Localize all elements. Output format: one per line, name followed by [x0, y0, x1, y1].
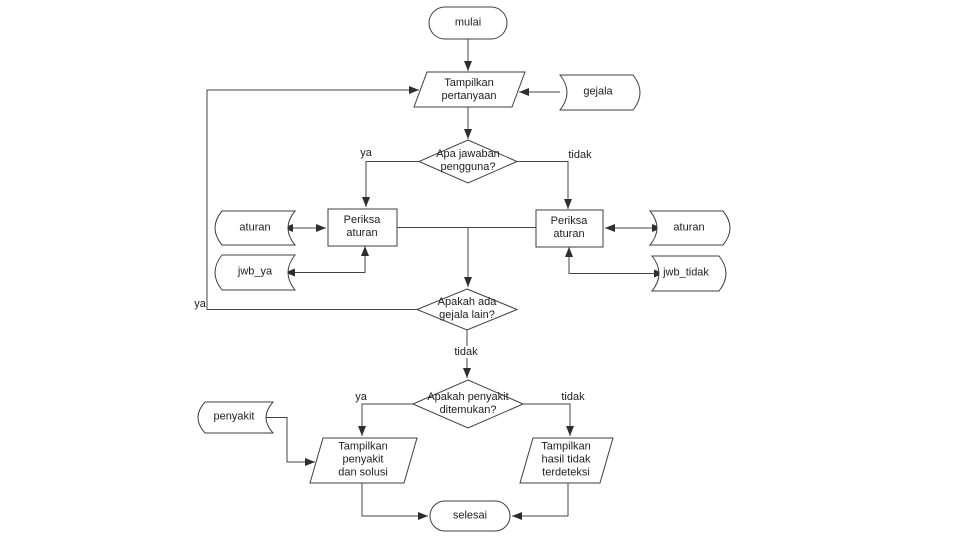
terminator-selesai-shape — [429, 500, 511, 532]
stored-data-gejala-shape — [558, 74, 641, 111]
node-label-mulai: mulai — [454, 16, 482, 29]
node-label-aturan-kanan: aturan — [673, 221, 705, 234]
stored-data-aturan-kiri-shape — [214, 210, 297, 246]
terminator-mulai-shape — [428, 6, 508, 40]
stored-data-aturan-kanan-shape — [648, 210, 731, 246]
edge-label-penyakit-ya: ya — [355, 391, 367, 403]
connector-penyakit-ya-to-tampilkan-solusi — [358, 403, 413, 436]
edge-label-jawaban-tidak: tidak — [568, 149, 592, 161]
connector-tampilkan-solusi-to-selesai — [361, 483, 428, 520]
decision-apa-jawaban-shape — [417, 139, 519, 184]
edge-label-gejala-lain-tidak: tidak — [452, 346, 480, 358]
io-tampilkan-pertanyaan-shape — [413, 71, 526, 108]
stored-data-penyakit-shape — [197, 401, 275, 434]
io-tampilkan-hasil-shape — [519, 437, 614, 484]
node-label-penyakit: penyakit — [213, 410, 255, 423]
connector-gejala-lain-ya-loop — [206, 86, 419, 310]
stored-data-jwb-tidak-shape — [650, 255, 727, 292]
edge-label-gejala-lain-ya: ya — [194, 298, 206, 310]
edge-label-penyakit-tidak: tidak — [559, 391, 587, 403]
node-label-jwb-tidak: jwb_tidak — [663, 266, 709, 279]
node-label-aturan-kiri: aturan — [239, 221, 271, 234]
process-periksa-aturan-kiri-shape — [327, 208, 398, 247]
connector-tampilkan-hasil-to-selesai — [512, 483, 569, 520]
connector-jwb-ya-periksa — [285, 246, 369, 277]
node-label-gejala: gejala — [583, 85, 613, 98]
decision-apakah-ada-gejala-shape — [415, 288, 519, 331]
connector-jawaban-ya-to-periksa-kiri — [362, 161, 419, 207]
edge-label-jawaban-ya: ya — [360, 147, 372, 159]
node-label-selesai: selesai — [452, 509, 488, 522]
process-periksa-aturan-kanan-shape — [535, 209, 604, 248]
connector-penyakit-tidak-to-tampilkan-hasil — [523, 403, 574, 436]
node-label-jwb-ya: jwb_ya — [237, 265, 273, 278]
connector-penyakit-db-to-tampilkan-solusi — [260, 417, 315, 466]
stored-data-jwb-ya-shape — [214, 254, 297, 291]
decision-apakah-penyakit-shape — [411, 379, 525, 429]
io-tampilkan-penyakit-shape — [309, 437, 418, 484]
connector-jawaban-tidak-to-periksa-kanan — [517, 161, 572, 209]
connector-jwb-tidak-periksa — [565, 247, 664, 278]
